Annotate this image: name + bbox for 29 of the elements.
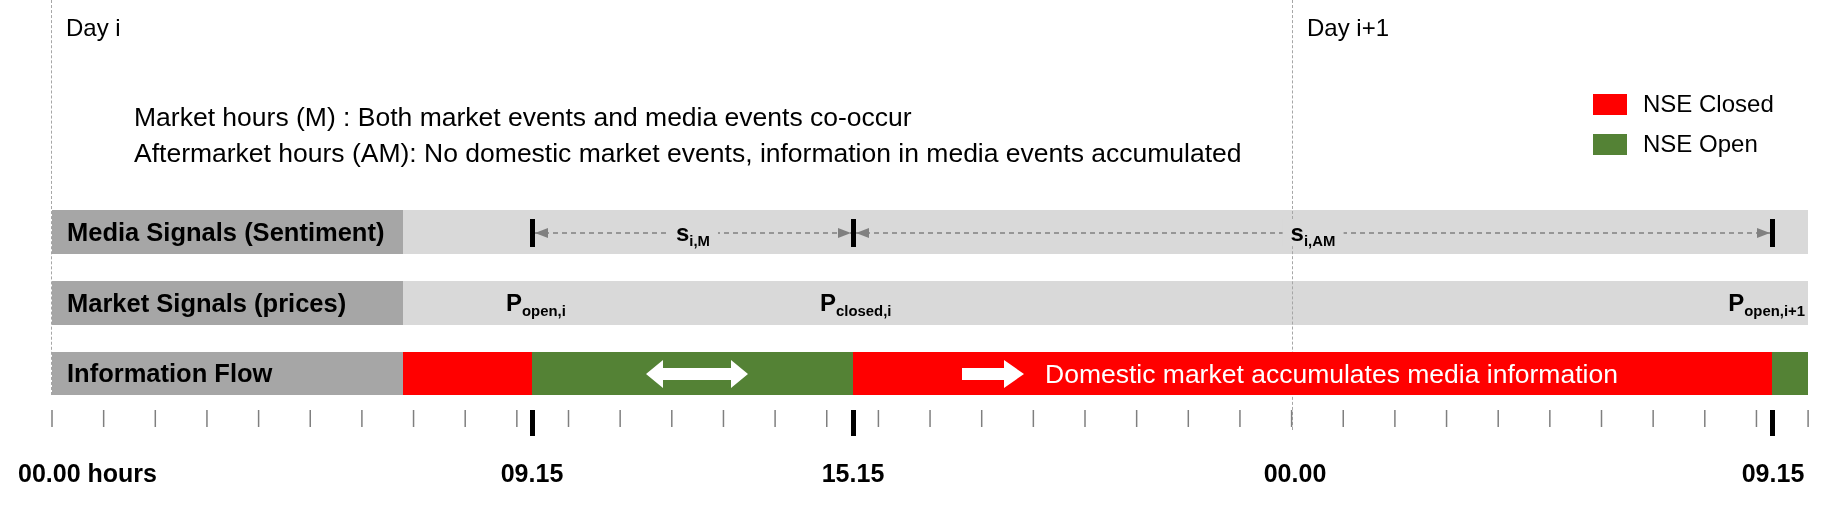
- row-header: Information Flow: [52, 352, 403, 395]
- signal-band: [403, 281, 1808, 325]
- time-label: 00.00 hours: [18, 458, 157, 488]
- price-label: P$_{closed,i}$: [820, 289, 892, 317]
- price-label: P$_{open,i}$: [506, 289, 566, 317]
- time-marker: [1770, 219, 1775, 247]
- period-bar: [403, 352, 532, 395]
- time-marker: [530, 219, 535, 247]
- day-label: Day i+1: [1307, 14, 1390, 42]
- row-header: Media Signals (Sentiment): [52, 210, 403, 254]
- period-bar: [1772, 352, 1808, 395]
- period-bar: [532, 352, 853, 395]
- time-label: 09.15: [500, 458, 564, 488]
- flow-text: Domestic market accumulates media information: [1045, 358, 1618, 389]
- row-header: Market Signals (prices): [52, 281, 403, 325]
- edge-label: s$_{i,AM}$: [1282, 219, 1344, 247]
- price-label: P$_{open,i+1}$: [1728, 289, 1805, 317]
- note-text: Aftermarket hours (AM): No domestic market events, information in media events accumulated: [134, 137, 1242, 169]
- legend-label: NSE Closed: [1643, 90, 1774, 118]
- time-marker: [851, 219, 856, 247]
- dashed-arrow: [855, 228, 1771, 238]
- time-label: 09.15: [1741, 458, 1805, 488]
- period-bar: [853, 352, 1772, 395]
- legend-label: NSE Open: [1643, 130, 1758, 158]
- note-text: Market hours (M) : Both market events and media events co-occur: [134, 101, 912, 133]
- day-label: Day i: [66, 14, 121, 42]
- time-label: 15.15: [821, 458, 885, 488]
- signal-band: [403, 210, 1808, 254]
- time-label: 00.00: [1263, 458, 1327, 488]
